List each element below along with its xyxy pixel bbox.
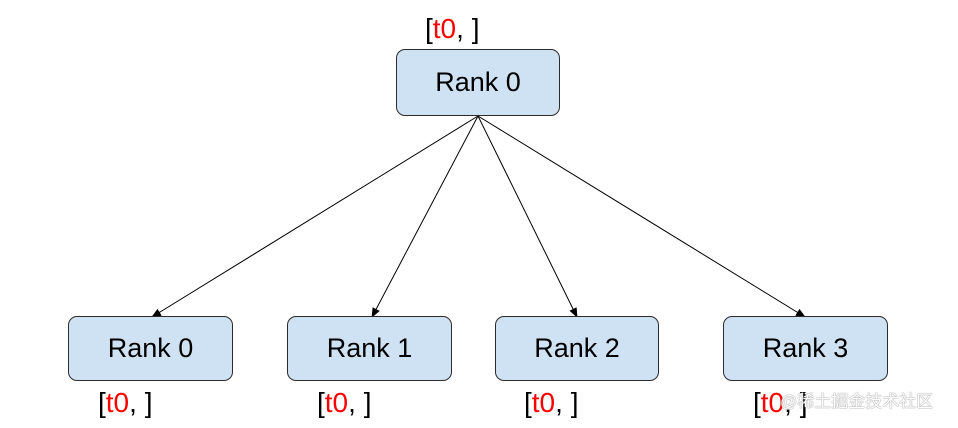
child-node-rank-2: Rank 2	[495, 316, 659, 381]
child-tag-rank-1: [t0, ]	[317, 386, 371, 420]
edge-root-to-rank-0	[151, 115, 479, 318]
root-tag-open: [	[425, 13, 433, 44]
child-node-rank-1: Rank 1	[287, 316, 452, 381]
child-node-rank-3: Rank 3	[723, 316, 888, 381]
child-tag-open: [	[317, 387, 325, 418]
child-tag-rank-3: [t0, ]	[753, 386, 807, 420]
root-tag-close: , ]	[456, 13, 480, 44]
child-tag-rank-2: [t0, ]	[524, 386, 578, 420]
child-tag-close: , ]	[129, 387, 153, 418]
edge-root-to-rank-1	[371, 115, 479, 318]
child-node-label: Rank 0	[107, 333, 194, 363]
child-tag-value: t0	[531, 387, 556, 418]
edge-root-to-rank-2	[477, 115, 578, 318]
child-tag-open: [	[98, 387, 106, 418]
watermark: @稀土掘金技术社区	[780, 392, 934, 411]
child-node-rank-0: Rank 0	[68, 316, 233, 381]
child-node-label: Rank 1	[326, 333, 413, 363]
root-tag-value: t0	[432, 13, 457, 44]
child-tag-close: , ]	[348, 387, 372, 418]
child-tag-value: t0	[324, 387, 349, 418]
child-tag-value: t0	[760, 387, 785, 418]
root-node: Rank 0	[396, 49, 560, 116]
child-tag-close: , ]	[784, 387, 808, 418]
root-node-label: Rank 0	[435, 67, 521, 97]
child-tag-value: t0	[105, 387, 130, 418]
child-tag-close: , ]	[555, 387, 579, 418]
child-node-label: Rank 2	[534, 333, 620, 363]
root-tag: [t0, ]	[425, 12, 479, 46]
child-tag-open: [	[524, 387, 532, 418]
edge-root-to-rank-3	[477, 115, 806, 318]
child-tag-open: [	[753, 387, 761, 418]
child-node-label: Rank 3	[762, 333, 849, 363]
child-tag-rank-0: [t0, ]	[98, 386, 152, 420]
